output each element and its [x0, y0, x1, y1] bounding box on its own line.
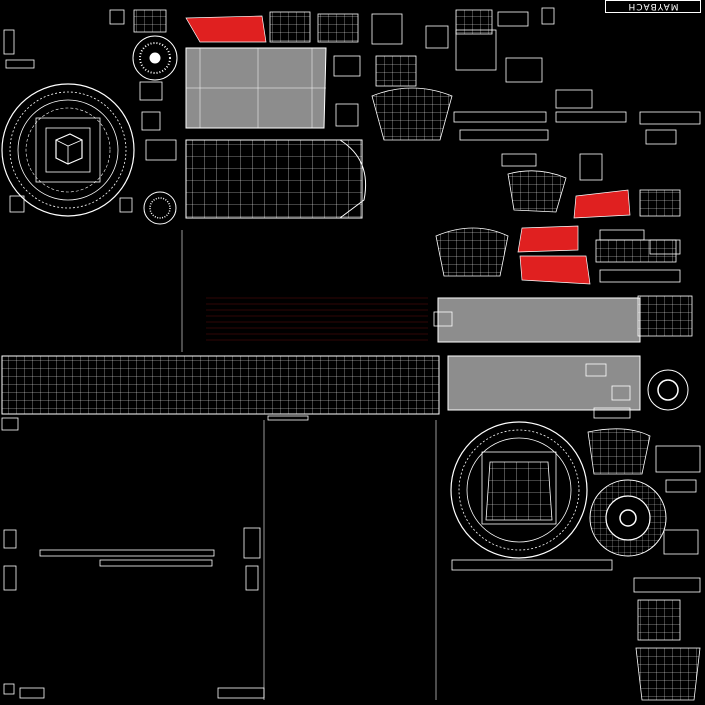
rim-bottom-right — [589, 369, 689, 557]
roof-panel — [185, 47, 641, 411]
taillight-red — [185, 15, 631, 285]
long-strip-grid — [1, 355, 440, 415]
tire-bottom-right — [450, 421, 588, 559]
tire-top-left — [1, 83, 135, 217]
brand-label: MAYBACH — [605, 0, 701, 13]
red-seam-lines — [206, 297, 428, 341]
small-parts — [1, 7, 701, 699]
rim-top — [132, 35, 178, 225]
body-side-wire — [185, 139, 367, 219]
guide-lines — [181, 230, 437, 700]
